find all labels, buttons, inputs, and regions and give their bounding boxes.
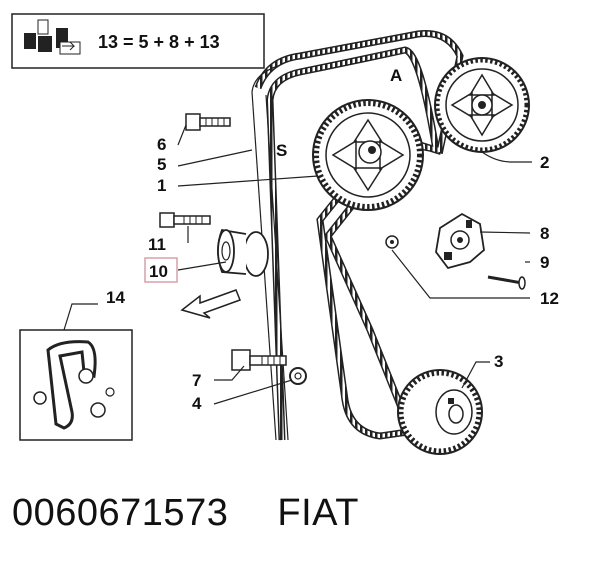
nut bbox=[385, 235, 399, 249]
kit-formula: 13 = 5 + 8 + 13 bbox=[98, 32, 220, 52]
callout-11: 11 bbox=[148, 235, 166, 254]
tensioner-pin bbox=[487, 275, 526, 290]
kit-composition-box: 13 = 5 + 8 + 13 bbox=[11, 13, 265, 69]
timing-belt-diagram: 13 = 5 + 8 + 13 bbox=[11, 13, 559, 455]
callout-12: 12 bbox=[540, 289, 559, 308]
callout-9: 9 bbox=[540, 253, 549, 272]
callout-8: 8 bbox=[540, 224, 549, 243]
belt-tensioner bbox=[435, 212, 485, 270]
kit-inset bbox=[19, 329, 133, 441]
gear-marker-s: S bbox=[276, 141, 287, 160]
bolt-7 bbox=[231, 349, 287, 371]
callout-4: 4 bbox=[192, 394, 202, 413]
camshaft-gear-intake bbox=[312, 99, 424, 211]
camshaft-gear-exhaust bbox=[434, 57, 530, 153]
brand-name: FIAT bbox=[277, 492, 359, 534]
callout-2: 2 bbox=[540, 153, 549, 172]
callout-14: 14 bbox=[106, 288, 125, 307]
part-info: 0060671573 FIAT bbox=[12, 492, 359, 535]
washer bbox=[289, 367, 307, 385]
callout-7: 7 bbox=[192, 371, 201, 390]
callout-3: 3 bbox=[494, 352, 503, 371]
rotation-direction-arrow-icon bbox=[180, 289, 241, 319]
callout-1: 1 bbox=[157, 176, 166, 195]
callout-10-highlight: 10 bbox=[144, 257, 178, 283]
callout-6: 6 bbox=[157, 135, 166, 154]
idler-pulley bbox=[217, 228, 269, 277]
bolt-6 bbox=[185, 113, 231, 131]
bolt-11 bbox=[159, 212, 211, 228]
crankshaft-gear bbox=[397, 369, 483, 455]
callout-5: 5 bbox=[157, 155, 166, 174]
callout-10: 10 bbox=[149, 262, 168, 281]
kit-parts-icon bbox=[24, 19, 81, 55]
part-number: 0060671573 bbox=[12, 492, 229, 534]
leader-lines bbox=[63, 124, 532, 405]
gear-marker-a: A bbox=[390, 66, 402, 85]
